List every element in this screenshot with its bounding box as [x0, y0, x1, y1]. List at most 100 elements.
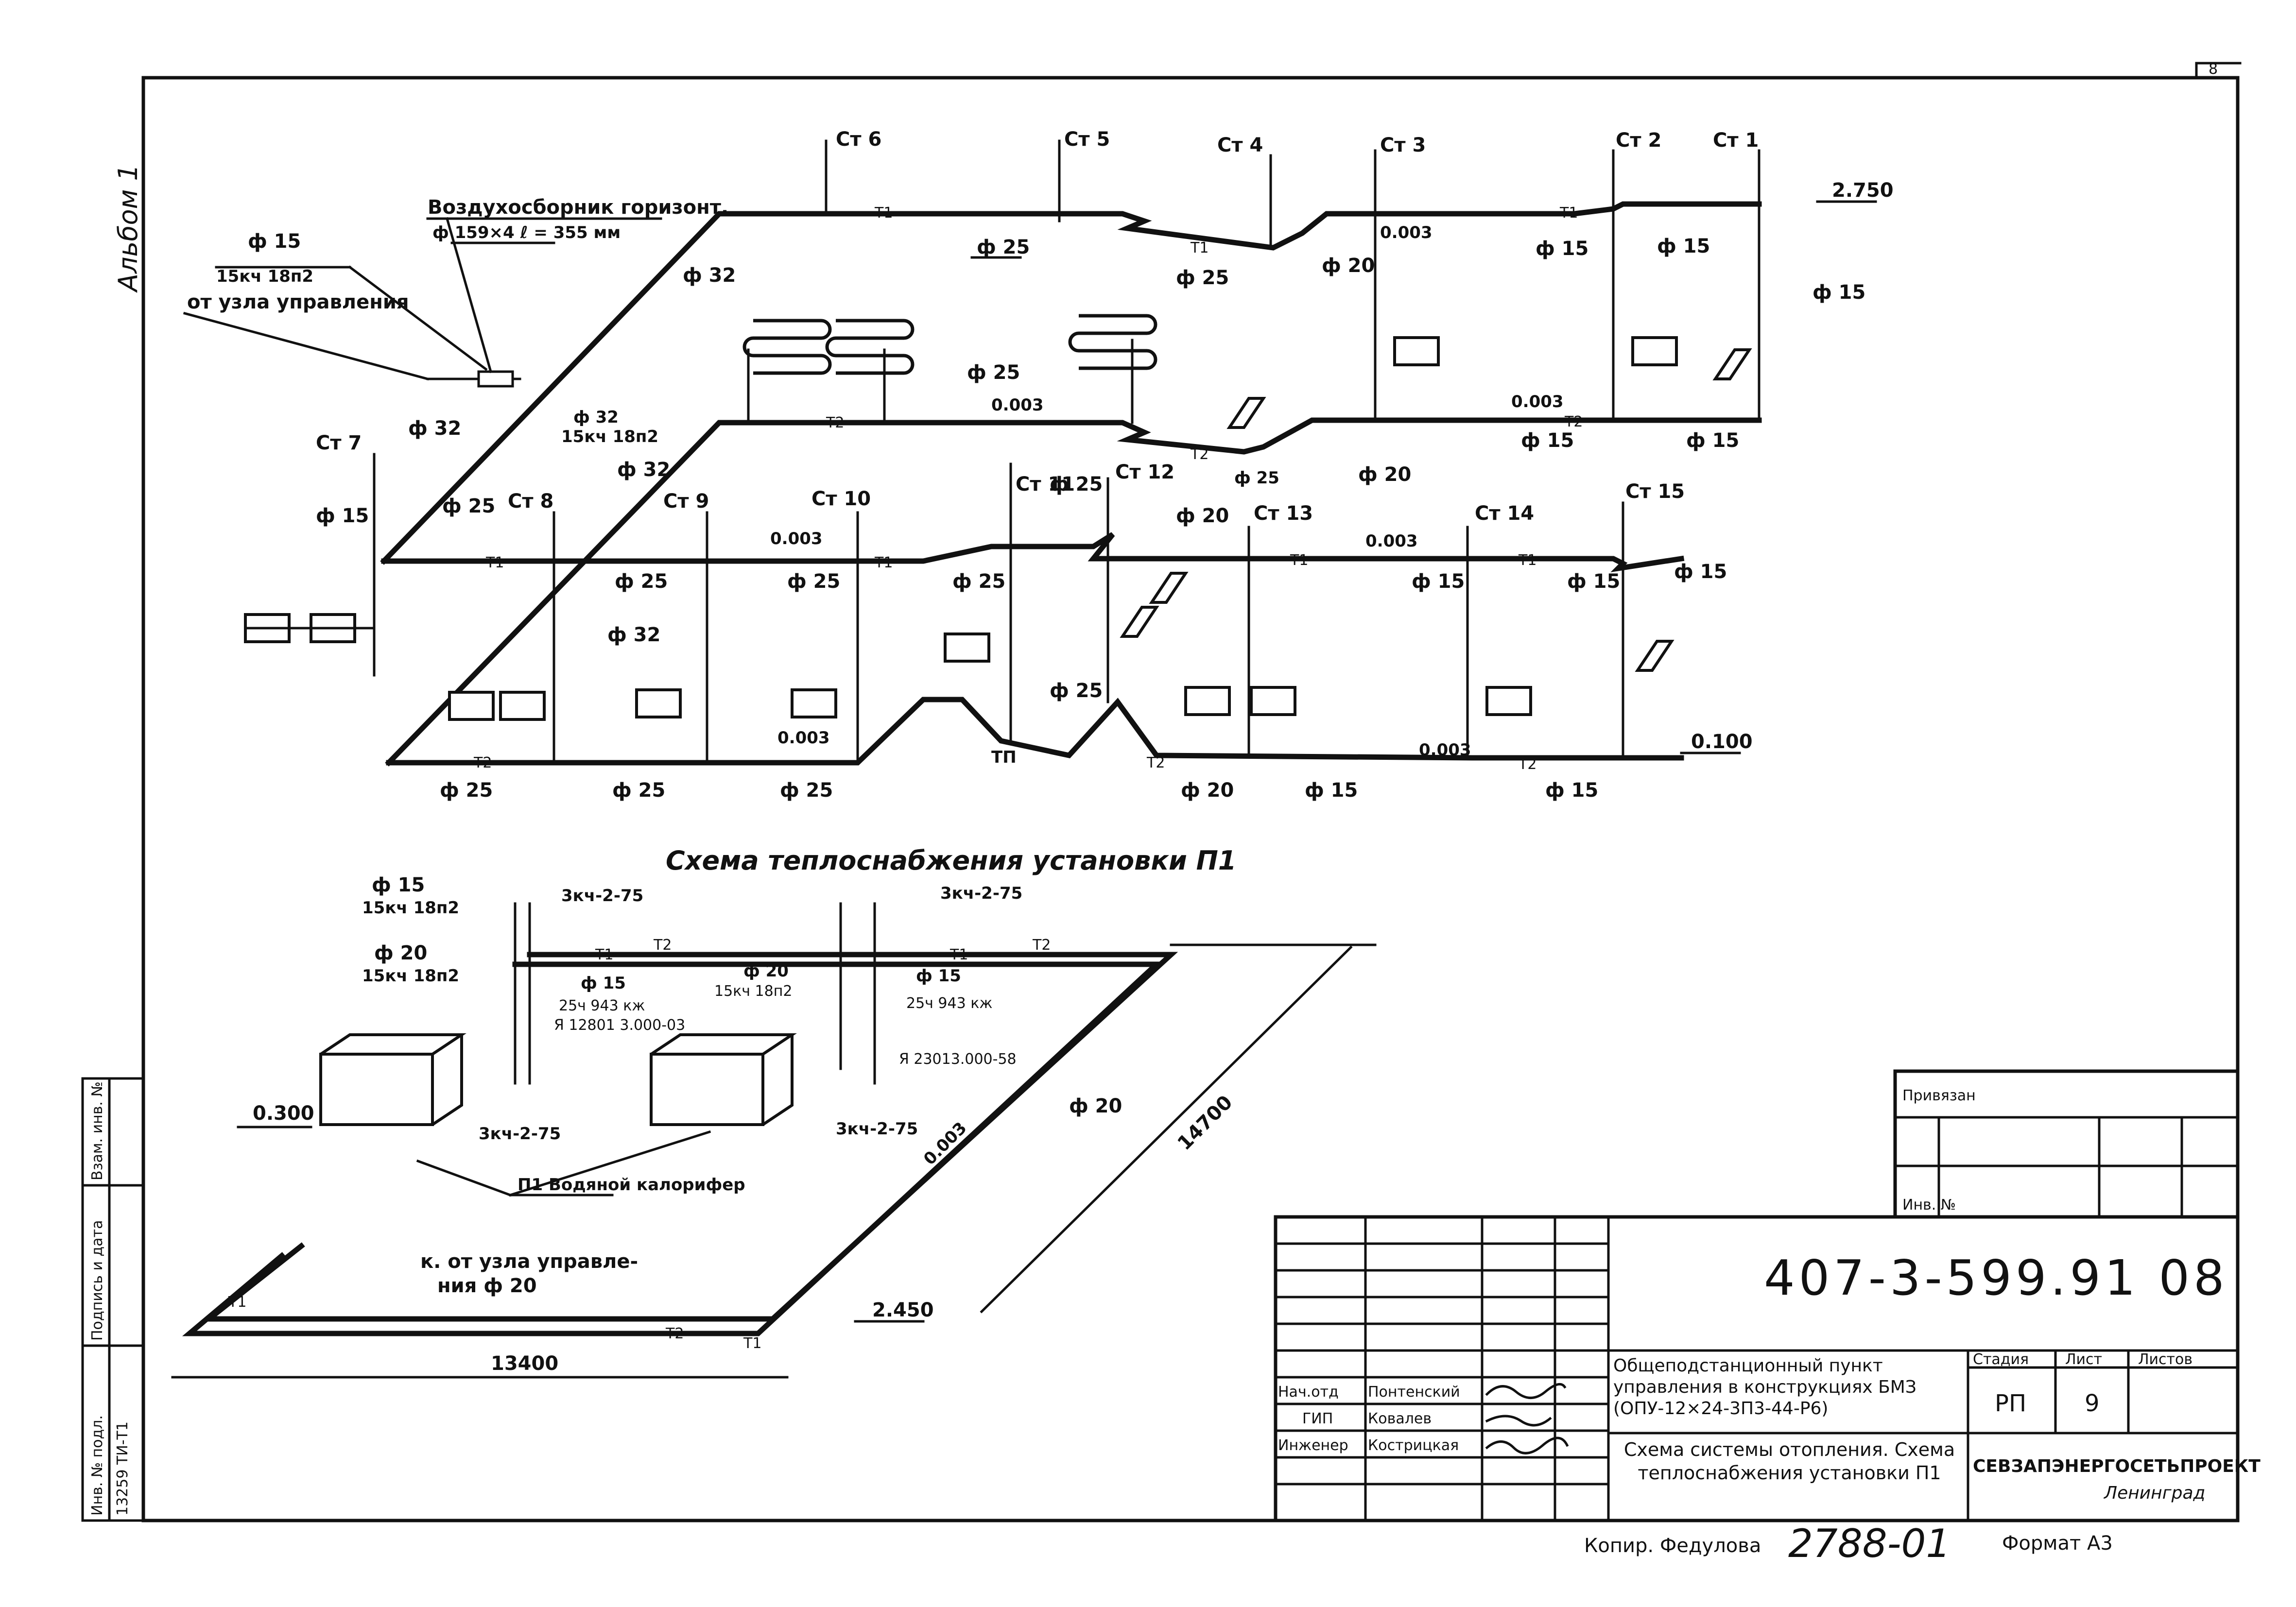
- name-2: Ковалев: [1368, 1410, 1432, 1427]
- inlet-diameter: ф 15: [248, 230, 301, 253]
- elev-bottom: 0.100: [1691, 731, 1753, 753]
- p1-valve-3kch-b: 3кч-2-75: [940, 884, 1022, 903]
- dia-lower-25d: ф 25: [1050, 473, 1103, 496]
- album-label: Альбом 1: [113, 164, 143, 293]
- title-block: Привязан Инв. № 407-3-599.91 08 О: [1274, 1069, 2261, 1566]
- signature-1: [1485, 1383, 1567, 1399]
- return-code-4: T2: [473, 754, 492, 771]
- slope-bottom-2: 0.003: [1419, 740, 1471, 760]
- linked-label: Привязан: [1902, 1087, 1976, 1104]
- riser-label-4: Ст 4: [1217, 134, 1263, 156]
- dia-lower-25a: ф 25: [615, 570, 668, 593]
- p1-title: Схема теплоснабжения установки П1: [666, 845, 1236, 876]
- p1-elev-low: 0.300: [253, 1102, 314, 1125]
- p1-scheme: Схема теплоснабжения установки П1 ф 15 1…: [171, 845, 1377, 1379]
- p1-t2-b: T2: [1032, 937, 1051, 954]
- riser-label-12: Ст 12: [1115, 461, 1174, 483]
- corner-mark: 8: [2209, 61, 2218, 78]
- dia-lower-15a: ф 15: [1412, 570, 1465, 593]
- p1-valve-15c: 15кч 18п2: [714, 983, 792, 1000]
- p1-fitting-2: Я 23013.000-58: [899, 1051, 1017, 1068]
- p1-dia-20a: ф 20: [374, 942, 427, 964]
- signature-grid: [1274, 1215, 1610, 1522]
- dia-upper-25a: ф 25: [977, 236, 1030, 258]
- p1-valve-25ch-a: 25ч 943 кж: [559, 997, 645, 1014]
- return-code-3: T2: [1564, 413, 1583, 430]
- role-1: Нач.отд: [1278, 1384, 1339, 1401]
- riser-label-14: Ст 14: [1475, 502, 1534, 525]
- return-main-upper: [385, 417, 1762, 767]
- p1-dim-width: 14700: [1174, 1091, 1237, 1155]
- dia-left-25: ф 25: [442, 495, 495, 517]
- copied-by: Копир. Федулова: [1584, 1535, 1761, 1557]
- return-main-lower: [386, 697, 1684, 766]
- format-label: Формат А3: [2002, 1532, 2113, 1555]
- dia-lower-25b: ф 25: [787, 570, 840, 593]
- role-3: Инженер: [1278, 1437, 1348, 1454]
- dia-upper-32: ф 32: [683, 264, 736, 287]
- vent-valve: 15кч 18п2: [561, 427, 658, 446]
- sheet-value: 9: [2085, 1390, 2100, 1417]
- dia-upper-15d: ф 15: [1521, 429, 1574, 452]
- heating-scheme: Ст 6 Ст 5 Ст 4 Ст 3 Ст 2 Ст 1 Ст 7 Ст 8 …: [183, 128, 1894, 802]
- supply-code-4: T1: [485, 554, 504, 571]
- return-code-1: T2: [826, 414, 844, 431]
- p1-dia-15c: ф 15: [916, 966, 961, 986]
- name-1: Понтенский: [1368, 1384, 1460, 1401]
- drain-code: ТП: [991, 748, 1017, 767]
- riser-label-5: Ст 5: [1064, 128, 1110, 151]
- supply-main-lower: [381, 532, 1685, 572]
- riser-label-1: Ст 1: [1713, 129, 1759, 152]
- p1-dia-20b: ф 20: [743, 961, 789, 981]
- dia-lower-25c: ф 25: [952, 570, 1005, 593]
- slope-lower-1: 0.003: [770, 529, 823, 548]
- riser-label-15: Ст 15: [1625, 480, 1685, 503]
- org-name: СЕВЗАПЭНЕРГОСЕТЬПРОЕКТ: [1973, 1456, 2261, 1476]
- p1-valve-25ch-b: 25ч 943 кж: [906, 995, 992, 1012]
- sheets-header: Листов: [2138, 1351, 2192, 1368]
- p1-t2-c: T2: [665, 1325, 684, 1342]
- stage-header: Стадия: [1973, 1351, 2029, 1368]
- dia-upper-15b: ф 15: [1657, 235, 1710, 257]
- p1-heater-2: [650, 1033, 797, 1126]
- riser-label-13: Ст 13: [1254, 502, 1313, 525]
- riser-label-8: Ст 8: [508, 490, 553, 513]
- return-code-5: T2: [1146, 754, 1165, 771]
- signature-3: [1485, 1436, 1569, 1454]
- riser-label-11: Ст 11: [1016, 473, 1075, 496]
- p1-heater-1: [319, 1033, 466, 1126]
- dia-left-15: ф 15: [316, 505, 369, 527]
- p1-t2-a: T2: [653, 937, 672, 954]
- p1-elev-high: 2.450: [872, 1299, 934, 1321]
- p1-t1-a: T1: [595, 946, 613, 963]
- dia-bottom-15b: ф 15: [1545, 779, 1598, 802]
- stage-value: РП: [1995, 1390, 2026, 1417]
- dia-bottom-15a: ф 15: [1305, 779, 1358, 802]
- dia-upper-20b: ф 20: [1358, 463, 1411, 486]
- supply-code-2: T1: [1190, 239, 1208, 256]
- dia-upper-25c: ф 25: [967, 361, 1020, 384]
- sheet-frame: 8: [141, 61, 2242, 1522]
- p1-dia-15b: ф 15: [581, 974, 626, 993]
- dia-bottom-20: ф 20: [1181, 779, 1234, 802]
- slope-upper-1: 0.003: [1380, 223, 1433, 242]
- p1-valve-15b: 15кч 18п2: [362, 966, 459, 986]
- supply-code-7: T1: [1518, 552, 1536, 569]
- p1-heater-label: П1 Водяной калорифер: [518, 1175, 745, 1195]
- dia-lower-15c: ф 15: [1674, 561, 1727, 583]
- dia-bottom-25a: ф 25: [440, 779, 493, 802]
- dia-bottom-25c: ф 25: [780, 779, 833, 802]
- supply-code-3: T1: [1559, 205, 1578, 222]
- dia-lower-20a: ф 20: [1176, 505, 1229, 527]
- return-code-2: T2: [1190, 446, 1208, 463]
- p1-from-control-1: к. от узла управле-: [420, 1250, 638, 1273]
- side-stamp: Взам. инв. № Подпись и дата Инв. № подл.…: [81, 1077, 145, 1522]
- from-control-label: от узла управления: [187, 291, 409, 313]
- drawing-title: Схема системы отопления. Схема теплоснаб…: [1623, 1439, 1955, 1484]
- p1-t1-b: T1: [949, 946, 968, 963]
- p1-return-loop: [182, 961, 1164, 1336]
- air-collector-label-1: Воздухосборник горизонт.: [428, 196, 728, 219]
- signature-2: [1485, 1415, 1552, 1427]
- sheet-header: Лист: [2065, 1351, 2102, 1368]
